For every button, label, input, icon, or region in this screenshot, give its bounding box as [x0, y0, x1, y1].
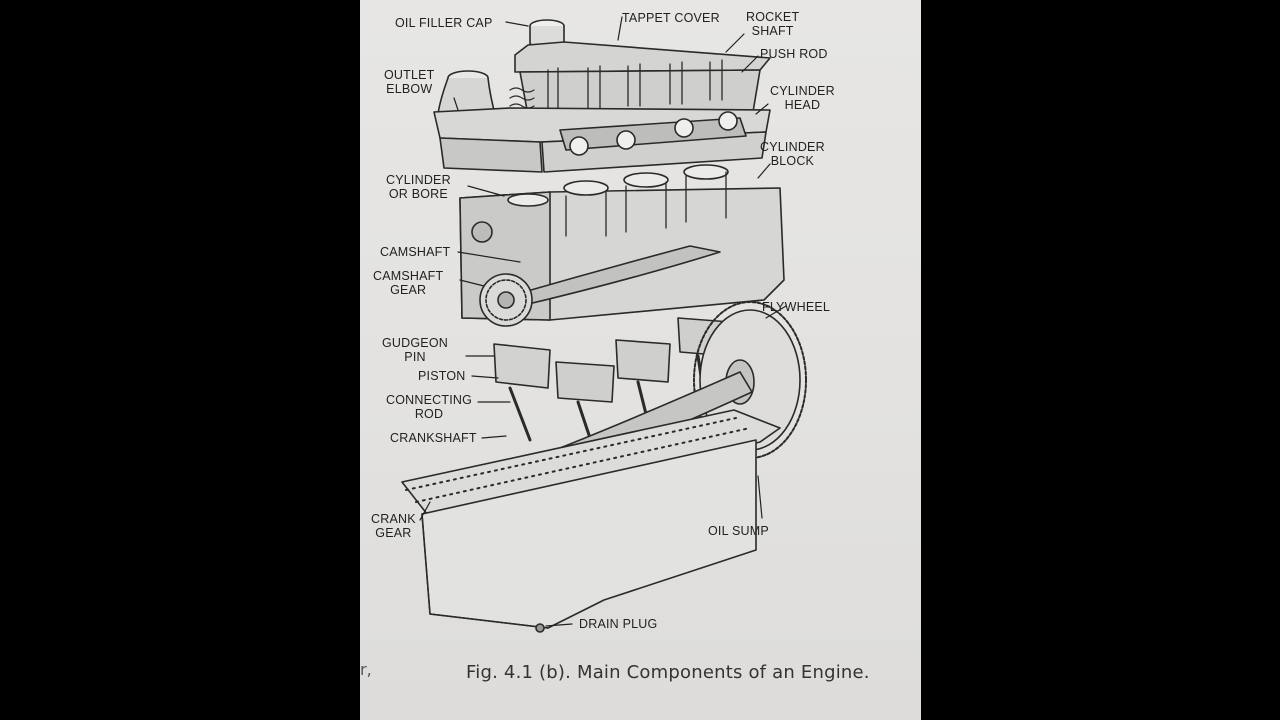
- engine-illustration: [401, 16, 807, 633]
- oil-sump-drawing: [401, 409, 781, 633]
- label-oil-sump: OIL SUMP: [708, 524, 769, 538]
- label-camshaft: CAMSHAFT: [380, 245, 451, 259]
- camshaft-drawing: [479, 245, 721, 327]
- label-flywheel: FLYWHEEL: [762, 300, 831, 314]
- label-drain-plug: DRAIN PLUG: [579, 617, 658, 631]
- stray-text-mark: r,: [360, 660, 372, 679]
- label-oil-filler-cap: OIL FILLER CAP: [395, 16, 493, 30]
- figure-caption: Fig. 4.1 (b). Main Components of an Engi…: [466, 662, 870, 683]
- label-push-rod: PUSH ROD: [760, 47, 828, 61]
- label-tappet-cover: TAPPET COVER: [622, 11, 720, 25]
- cylinder-head-drawing: [433, 107, 771, 173]
- label-piston: PISTON: [418, 369, 466, 383]
- label-crankshaft: CRANKSHAFT: [390, 431, 477, 445]
- leader-lines: [419, 16, 787, 627]
